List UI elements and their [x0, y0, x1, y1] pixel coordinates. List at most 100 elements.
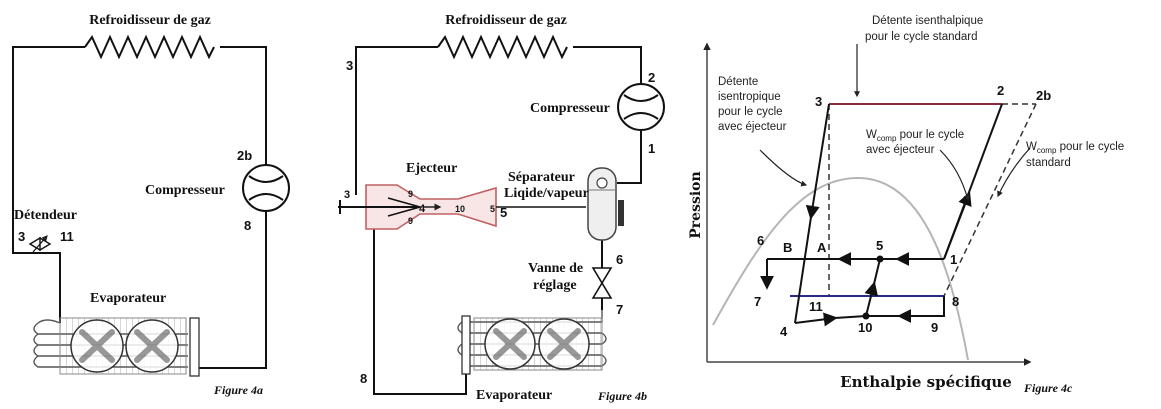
wire-3-top [355, 46, 438, 195]
callout-wcomp-standard-1: Wcomp pour le cycle [1026, 141, 1124, 155]
compressor-a [242, 164, 290, 212]
separator-icon [587, 167, 624, 241]
figure-4b: Refroidisseur de gaz Compresseur Ejecteu… [338, 13, 665, 403]
separator-label-2: Liqide/vapeur [504, 186, 589, 201]
w-sub-ejector: comp [877, 134, 897, 143]
compressor-label-a: Compresseur [145, 183, 225, 198]
point-2-c: 2 [997, 83, 1004, 98]
w-letter-standard: W [1026, 141, 1037, 153]
ejector-label: Ejecteur [406, 161, 457, 176]
wire-8 [373, 222, 467, 395]
compressor-b [617, 83, 665, 131]
evaporator-b [457, 310, 607, 375]
callout-wcomp-ejector [939, 149, 970, 202]
point-5-c: 5 [876, 238, 883, 253]
isentropic-line [794, 216, 812, 324]
point-6-c: 6 [757, 233, 764, 248]
point-2b-a: 2b [237, 148, 252, 163]
arrow-4-to-10 [794, 312, 838, 327]
w-text-ejector: pour le cycle [896, 129, 964, 141]
point-8-c: 8 [952, 294, 959, 309]
callout-isenthalpic-2: pour le cycle standard [865, 31, 978, 43]
evaporator-a [33, 317, 200, 377]
wire-left [12, 46, 85, 323]
wire-top-right [220, 46, 267, 165]
point-5-b: 5 [500, 205, 507, 220]
arrow-10-to-5 [864, 281, 879, 317]
caption-4a: Figure 4a [213, 383, 263, 397]
point-3-b-ejector: 3 [344, 189, 350, 201]
w-sub-standard: comp [1037, 146, 1057, 155]
point-3-b-top: 3 [346, 58, 353, 73]
gas-cooler-coil-a [84, 34, 215, 60]
point-1-c: 1 [950, 252, 957, 267]
arrow-8-9-10 [897, 296, 945, 323]
caption-4c: Figure 4c [1023, 381, 1073, 395]
point-5-b-inner: 5 [490, 204, 495, 214]
valve-label-2: réglage [533, 278, 577, 293]
point-B-c: B [783, 240, 792, 255]
point-9-b-top: 9 [408, 189, 413, 199]
point-10-b: 10 [455, 204, 465, 214]
point-6-b: 6 [616, 252, 623, 267]
wire-right [199, 212, 267, 369]
standard-cycle-dashed [828, 103, 1037, 297]
callout-isentropic-3: pour le cycle [718, 106, 783, 118]
callout-isentropic [759, 149, 808, 187]
callout-isentropic-1: Détente [718, 76, 758, 88]
point-7-b: 7 [616, 302, 623, 317]
caption-4b: Figure 4b [597, 389, 647, 403]
point-4-b: 4 [419, 203, 426, 215]
y-axis-label: Pression [688, 171, 704, 238]
point-2b-c: 2b [1036, 88, 1051, 103]
point-7-c: 7 [754, 294, 761, 309]
gas-cooler-coil-b [437, 34, 568, 60]
point-10-dot [862, 312, 870, 320]
isentropic-arrow [805, 103, 830, 220]
callout-wcomp-standard [997, 147, 1031, 198]
saturation-dome [712, 176, 969, 361]
gas-cooler-label-a: Refroidisseur de gaz [89, 13, 211, 28]
point-9-b-bottom: 9 [408, 216, 413, 226]
callout-isentropic-2: isentropique [718, 91, 781, 103]
expansion-valve-icon [28, 235, 52, 253]
callout-wcomp-ejector-1: Wcomp pour le cycle [866, 129, 964, 143]
wire-2 [573, 46, 642, 83]
ejector [338, 184, 586, 230]
point-3-c: 3 [815, 94, 822, 109]
callout-wcomp-standard-2: standard [1026, 157, 1071, 169]
gas-cooler-label-b: Refroidisseur de gaz [445, 13, 567, 28]
w-text-standard: pour le cycle [1056, 141, 1124, 153]
x-axis-label: Enthalpie spécifique [840, 373, 1012, 391]
evaporator-label-b: Evaporateur [476, 388, 552, 403]
evaporator-label-a: Evaporateur [90, 291, 166, 306]
figure-4c: Pression Enthalpie spécifique Figure 4c [688, 15, 1124, 395]
point-3-a: 3 [18, 229, 25, 244]
valve-label-1: Vanne de [528, 261, 583, 276]
compression-arrow [943, 191, 972, 260]
point-A-c: A [817, 240, 827, 255]
compressor-label-b: Compresseur [530, 101, 610, 116]
point-8-b: 8 [360, 371, 367, 386]
wire-1 [617, 131, 642, 184]
w-letter-ejector: W [866, 129, 877, 141]
separator-label-1: Séparateur [508, 170, 575, 185]
expander-label: Détendeur [14, 208, 77, 223]
line-4-to-10 [834, 315, 867, 319]
point-10-c: 10 [858, 320, 872, 335]
callout-isentropic-4: avec éjecteur [718, 121, 787, 133]
point-8-a: 8 [244, 218, 251, 233]
point-2-b: 2 [648, 70, 655, 85]
figure-4a: Refroidisseur de gaz Compresseur 2b 8 Dé… [12, 13, 290, 397]
point-11-c: 11 [809, 299, 823, 314]
control-valve-icon [591, 267, 613, 299]
callout-isenthalpic-1: Détente isenthalpique [872, 15, 983, 27]
point-9-c: 9 [931, 320, 938, 335]
point-1-b: 1 [648, 141, 655, 156]
point-4-c: 4 [780, 324, 788, 339]
point-11-a: 11 [60, 229, 74, 244]
point-5-dot [876, 255, 884, 263]
line-10-to-5 [873, 258, 881, 285]
callout-wcomp-ejector-2: avec éjecteur [866, 144, 935, 156]
